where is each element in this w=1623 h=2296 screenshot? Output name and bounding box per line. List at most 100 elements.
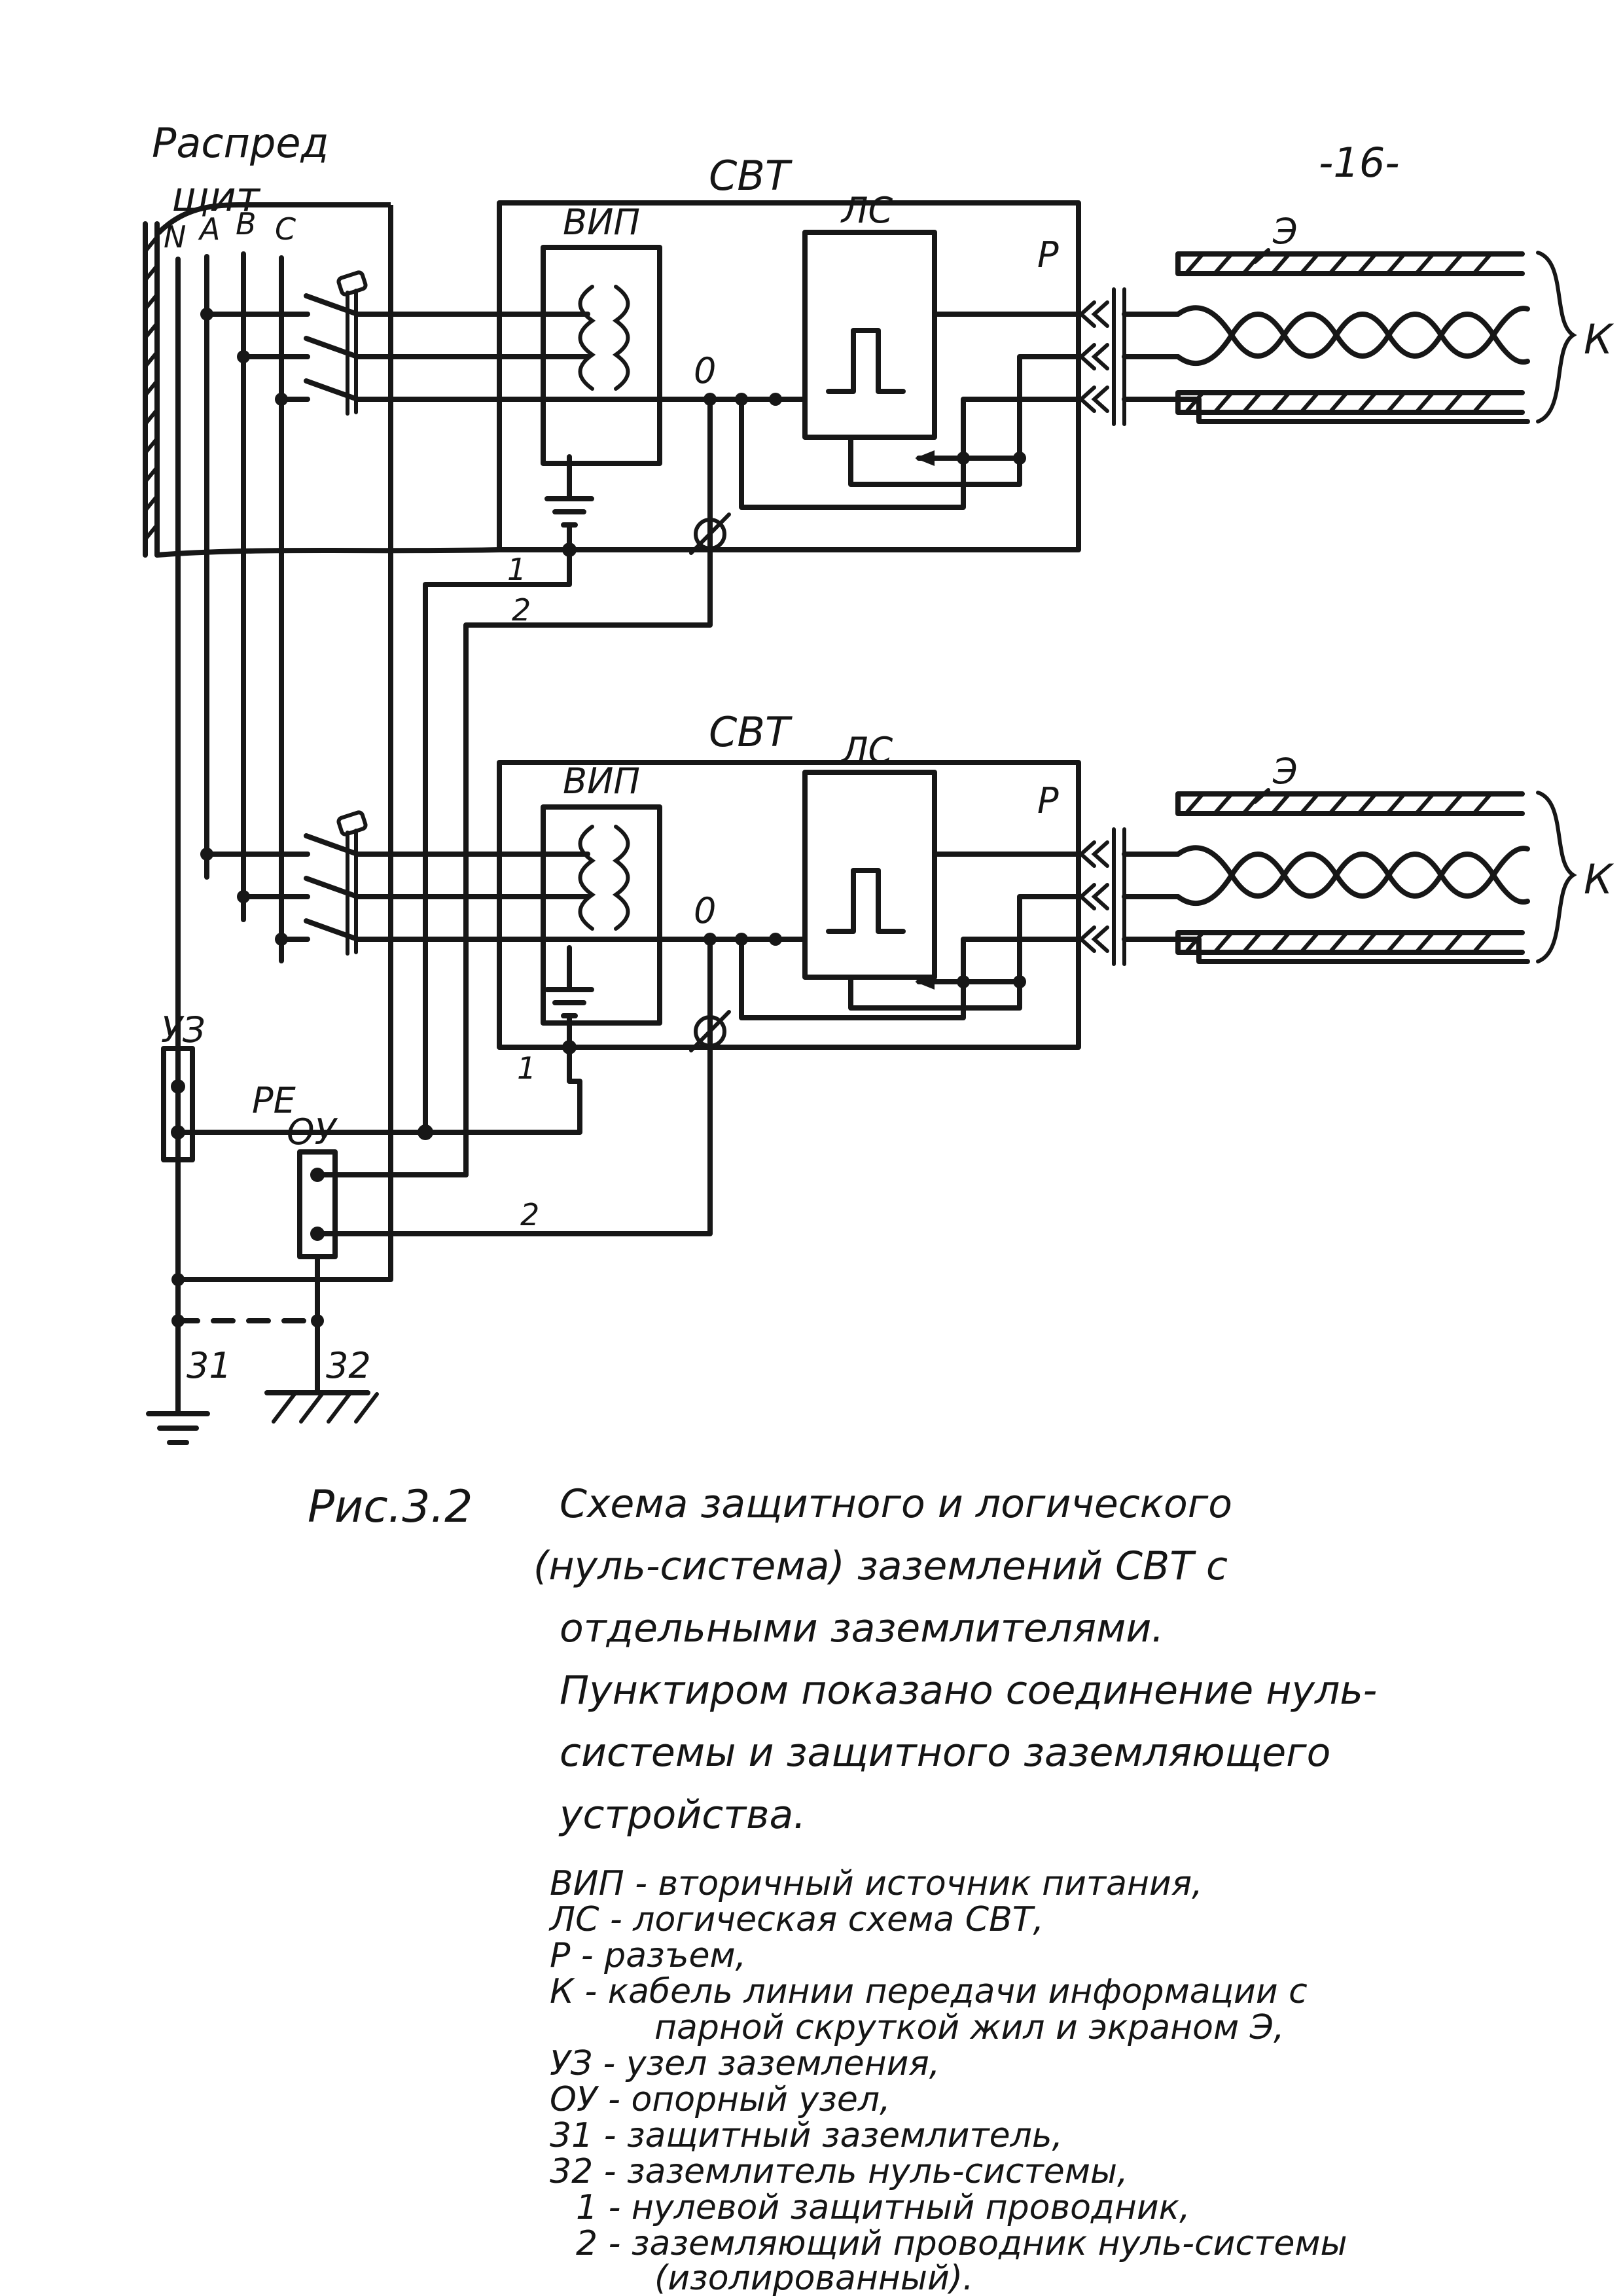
distribution-panel: Распред щит N A B C [143,119,393,1416]
wire1-unit1 [423,547,572,1135]
earthing-network: 1 2 УЗ РЕ 1 ОУ 2 31 [146,397,713,1445]
shield-tie-arrow [915,974,1026,990]
caption-line: Схема защитного и логического [560,1481,1232,1527]
junction-dot [171,1079,185,1094]
svt-title: СВТ [709,708,793,756]
panel-label-line1: Распред [152,119,329,167]
junction-dot [200,848,213,861]
pulse-icon [826,328,906,394]
svt-unit-2: СВТ ВИП ЛС 0 [497,708,1081,1054]
wire1-label-unit1: 1 [507,552,526,587]
legend-line: ОУ - опорный узел, [550,2080,891,2119]
vip-label: ВИП [563,202,640,243]
ls-box [802,770,937,980]
wire2-unit2 [315,937,713,1236]
feeder-unit1 [200,270,808,416]
shield-bar-bottom [1175,390,1525,415]
phase-label-a: A [198,211,220,247]
cable-brace [1536,251,1577,423]
pe-wire [175,1045,582,1135]
ls-box [802,230,937,440]
wire2-label-unit1: 2 [512,592,531,628]
legend-line: К - кабель линии передачи информации с [550,1972,1308,2011]
shield-label: Э [1272,751,1298,792]
circuit-breaker-icon [304,810,368,956]
junction-dot [237,350,250,363]
cable-brace [1536,791,1577,963]
legend-line: парной скруткой жил и экраном Э, [654,2008,1285,2047]
shield-label: Э [1272,211,1298,252]
g31-label: 31 [187,1345,232,1386]
phase-label-b: B [236,206,257,242]
svt-title: СВТ [709,152,793,200]
feeder-unit2 [200,810,808,956]
legend-line: Р - разъем, [550,1936,746,1975]
earth-electrode-32-icon [264,1390,379,1424]
legend-line: ВИП - вторичный источник питания, [550,1864,1203,1903]
junction-dot [171,1314,185,1327]
legend-line: 1 - нулевой защитный проводник, [576,2188,1190,2227]
svt-unit-1: СВТ ВИП ЛС 0 [154,152,1081,558]
legend-line: 32 - заземлитель нуль-системы, [550,2152,1128,2191]
cable-label: К [1584,855,1614,903]
panel-busbar [143,221,160,558]
caption-line: (нуль-система) заземлений СВТ с [533,1543,1228,1589]
vip-box [541,804,662,1026]
junction-dot [769,393,782,406]
svt-box [497,200,1081,552]
phase-label-n: N [164,219,186,255]
svt-box [497,760,1081,1050]
panel-top-edge [156,202,391,235]
pe-label: РЕ [252,1080,296,1121]
ou-label: ОУ [287,1111,338,1153]
legend-line: УЗ - узел заземления, [550,2044,940,2083]
caption-line: устройства. [558,1792,806,1838]
panel-right-edge [178,205,393,1282]
connector-label: Р [1037,234,1059,276]
phase-label-c: C [275,211,296,247]
twisted-pair-icon [1175,845,1530,906]
zero-wire-label: 0 [694,890,716,931]
legend-line: 2 - заземляющий проводник нуль-системы [576,2224,1347,2263]
caption-line: системы и защитного заземляющего [560,1730,1330,1776]
figure-number: Рис.3.2 [308,1481,473,1533]
junction-dot [769,933,782,946]
g32-label: 32 [326,1345,371,1386]
chassis-ground-icon [544,945,594,1054]
ground-staircase-1 [848,894,1081,1011]
zero-wire-label: 0 [694,350,716,391]
circuit-breaker-icon [304,270,368,416]
caption-line: отдельными заземлителями. [560,1605,1164,1651]
twisted-pair-icon [1175,305,1530,366]
shield-bar-top [1175,251,1525,276]
wire1-label-unit2: 1 [517,1050,536,1086]
vip-box [541,245,662,466]
ground-staircase-2 [739,397,1081,510]
junction-dot [200,308,213,321]
shield-tie-arrow [915,450,1026,466]
junction-dot [171,1273,185,1286]
connector-cable-2: Р Э К [1037,751,1614,966]
transformer-icon [578,825,630,931]
legend-line: 31 - защитный заземлитель, [550,2116,1063,2155]
legend: ВИП - вторичный источник питания, ЛС - л… [548,1864,1347,2296]
connector-chevrons-icon [1078,300,1109,413]
pulse-icon [826,868,906,934]
pen-link-wire [154,547,502,558]
ls-label: ЛС [840,190,893,231]
junction-dot [418,1124,433,1140]
transformer-icon [578,285,630,391]
caption-line: Пунктиром показано соединение нуль- [560,1668,1377,1713]
shield-bar-bottom [1175,930,1525,955]
chassis-ground-icon [544,454,594,557]
junction-dot [237,890,250,903]
earth-electrode-31-icon [146,1411,210,1445]
connector-chevrons-icon [1078,840,1109,953]
junction-dot [275,933,288,946]
vip-label: ВИП [563,761,640,802]
shield-bar-top [1175,791,1525,816]
ls-label: ЛС [840,730,893,771]
legend-line: (изолированный). [654,2259,974,2296]
